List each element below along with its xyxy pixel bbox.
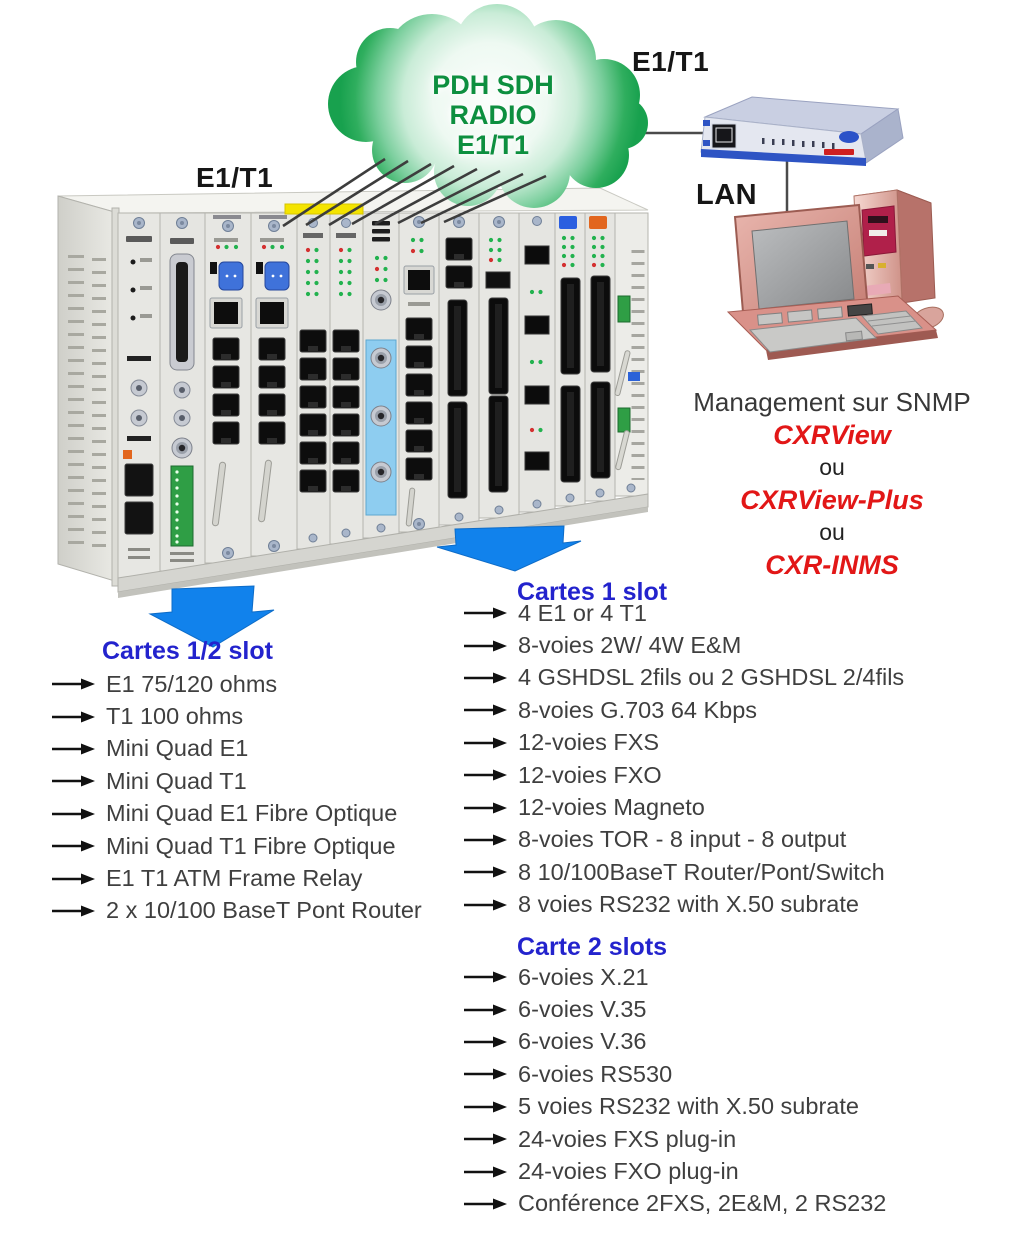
card-item: Mini Quad T1 Fibre Optique (50, 830, 422, 862)
arrow-right-icon (52, 743, 95, 755)
arrow-right-icon (464, 1004, 507, 1016)
card-item: 8 10/100BaseT Router/Pont/Switch (462, 856, 904, 888)
chassis-card-12 (554, 212, 586, 507)
e1t1-modem-device (700, 96, 904, 166)
card-item: 5 voies RS232 with X.50 subrate (462, 1091, 886, 1123)
chassis-card-10 (478, 212, 520, 519)
cloud-line-1: PDH SDH (432, 70, 554, 100)
card-item: E1 75/120 ohms (50, 668, 422, 700)
wan-cables (282, 157, 547, 228)
chassis (57, 187, 649, 598)
card-item: Mini Quad T1 (50, 765, 422, 797)
cloud-label: PDH SDH RADIO E1/T1 (368, 70, 618, 160)
pc-keyboard (726, 295, 938, 360)
arrow-right-icon (464, 640, 507, 652)
network-cloud-icon (328, 4, 648, 208)
chassis-card-5 (296, 212, 331, 550)
card-item: Mini Quad E1 Fibre Optique (50, 798, 422, 830)
half-slot-cards-list: E1 75/120 ohms T1 100 ohms Mini Quad E1 … (50, 668, 422, 927)
management-option-cxrview-plus: CXRView-Plus (740, 484, 924, 515)
chassis-card-2 (159, 212, 206, 572)
arrow-right-icon (464, 704, 507, 716)
cloud-line-2: RADIO (449, 100, 537, 130)
arrow-right-icon (464, 1198, 507, 1210)
chassis-card-14 (614, 212, 649, 497)
card-item: 2 x 10/100 BaseT Pont Router (50, 895, 422, 927)
two-slot-cards-header: Carte 2 slots (517, 933, 668, 961)
card-item: 8-voies 2W/ 4W E&M (462, 629, 904, 661)
card-item: Mini Quad E1 (50, 733, 422, 765)
card-item: 6-voies X.21 (462, 961, 886, 993)
down-arrow-left-icon (148, 585, 275, 648)
management-block: Management sur SNMP CXRView ou CXRView-P… (672, 386, 992, 581)
cloud-line-3: E1/T1 (456, 130, 530, 160)
arrow-right-icon (464, 1166, 507, 1178)
chassis-card-1 (117, 212, 161, 579)
arrow-right-icon (464, 737, 507, 749)
arrow-right-icon (464, 834, 507, 846)
chassis-card-6 (329, 212, 364, 545)
management-pc (726, 189, 944, 360)
lan-label: LAN (696, 179, 758, 211)
arrow-right-icon (52, 905, 95, 917)
arrow-right-icon (464, 1068, 507, 1080)
card-item: 8-voies G.703 64 Kbps (462, 694, 904, 726)
management-separator-2: ou (819, 519, 845, 545)
arrow-right-icon (52, 873, 95, 885)
half-slot-cards-header: Cartes 1/2 slot (102, 637, 273, 665)
management-option-cxr-inms: CXR-INMS (765, 549, 899, 580)
arrow-right-icon (464, 769, 507, 781)
card-item: 8-voies TOR - 8 input - 8 output (462, 824, 904, 856)
arrow-right-icon (464, 899, 507, 911)
card-item: 6-voies V.35 (462, 993, 886, 1025)
down-arrow-right-icon (436, 525, 582, 572)
modem-brand-logo (839, 131, 859, 143)
card-item: 24-voies FXS plug-in (462, 1123, 886, 1155)
arrow-right-icon (52, 840, 95, 852)
arrow-right-icon (464, 607, 507, 619)
arrow-right-icon (464, 802, 507, 814)
management-option-cxrview: CXRView (773, 419, 891, 450)
chassis-card-7 (362, 212, 400, 539)
card-item: 8 voies RS232 with X.50 subrate (462, 889, 904, 921)
arrow-right-icon (464, 672, 507, 684)
card-item: 24-voies FXO plug-in (462, 1155, 886, 1187)
card-item: 12-voies Magneto (462, 791, 904, 823)
card-item: 12-voies FXO (462, 759, 904, 791)
chassis-card-11 (518, 212, 556, 513)
chassis-card-3 (204, 212, 252, 564)
card-item: E1 T1 ATM Frame Relay (50, 862, 422, 894)
one-slot-cards-list: 4 E1 or 4 T1 8-voies 2W/ 4W E&M 4 GSHDSL… (462, 597, 904, 921)
e1t1-wan-label: E1/T1 (632, 46, 710, 77)
arrow-right-icon (464, 1133, 507, 1145)
chassis-card-9 (438, 212, 480, 526)
card-item: T1 100 ohms (50, 700, 422, 732)
management-separator-1: ou (819, 454, 845, 480)
card-item: Conférence 2FXS, 2E&M, 2 RS232 (462, 1188, 886, 1220)
card-item: 12-voies FXS (462, 727, 904, 759)
one-slot-cards-header: Cartes 1 slot (517, 578, 668, 606)
arrow-right-icon (464, 971, 507, 983)
e1t1-chassis-label: E1/T1 (196, 162, 274, 193)
chassis-card-8 (398, 212, 440, 533)
arrow-right-icon (464, 866, 507, 878)
arrow-right-icon (52, 808, 95, 820)
two-slot-cards-list: 6-voies X.21 6-voies V.35 6-voies V.36 6… (462, 961, 886, 1220)
chassis-card-4 (250, 212, 298, 557)
arrow-right-icon (52, 775, 95, 787)
arrow-right-icon (464, 1036, 507, 1048)
card-item: 6-voies RS530 (462, 1058, 886, 1090)
arrow-right-icon (52, 711, 95, 723)
card-item: 4 E1 or 4 T1 (462, 597, 904, 629)
pc-monitor (733, 203, 870, 337)
management-title: Management sur SNMP (693, 387, 971, 417)
card-item: 6-voies V.36 (462, 1026, 886, 1058)
chassis-side-panel (57, 195, 119, 583)
arrow-right-icon (52, 678, 95, 690)
chassis-card-13 (584, 212, 616, 502)
card-item: 4 GSHDSL 2fils ou 2 GSHDSL 2/4fils (462, 662, 904, 694)
arrow-right-icon (464, 1101, 507, 1113)
